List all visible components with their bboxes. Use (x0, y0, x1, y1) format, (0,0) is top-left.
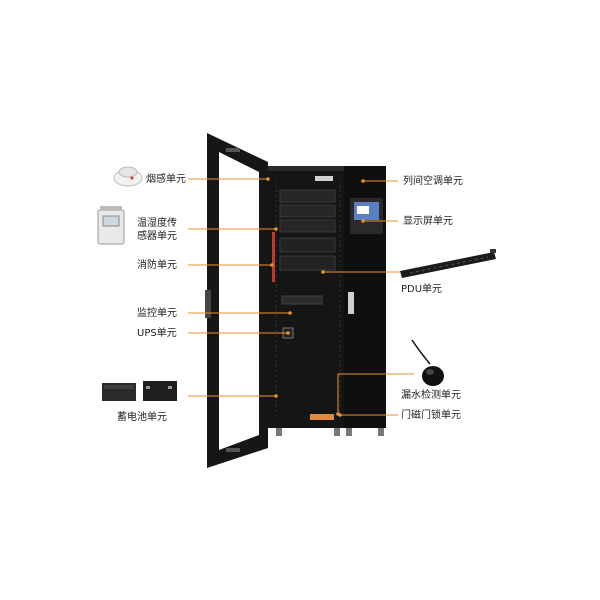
open-glass-door (205, 133, 268, 468)
label-ups-unit: UPS单元 (137, 327, 177, 340)
label-fire-unit: 消防单元 (137, 259, 177, 272)
label-door-lock-unit: 门磁门锁单元 (401, 409, 461, 422)
temp-humidity-sensor-device (98, 206, 124, 244)
main-cabinet (268, 166, 348, 436)
battery-devices (102, 381, 177, 401)
label-temp-humidity-line1: 温湿度传 (137, 217, 177, 230)
label-temp-humidity-line2: 感器单元 (137, 230, 177, 243)
label-display-unit: 显示屏单元 (403, 215, 453, 228)
water-leak-sensor-device (412, 340, 444, 386)
row-ac-unit (344, 166, 386, 436)
label-row-ac-unit: 列间空调单元 (403, 175, 463, 188)
label-monitor-unit: 监控单元 (137, 307, 177, 320)
label-battery-unit: 蓄电池单元 (117, 411, 167, 424)
pdu-device (400, 249, 496, 278)
label-pdu-unit: PDU单元 (401, 283, 442, 296)
smoke-detector-device (114, 167, 142, 186)
label-water-leak-unit: 漏水检测单元 (401, 389, 461, 402)
label-smoke-unit: 烟感单元 (146, 173, 186, 186)
